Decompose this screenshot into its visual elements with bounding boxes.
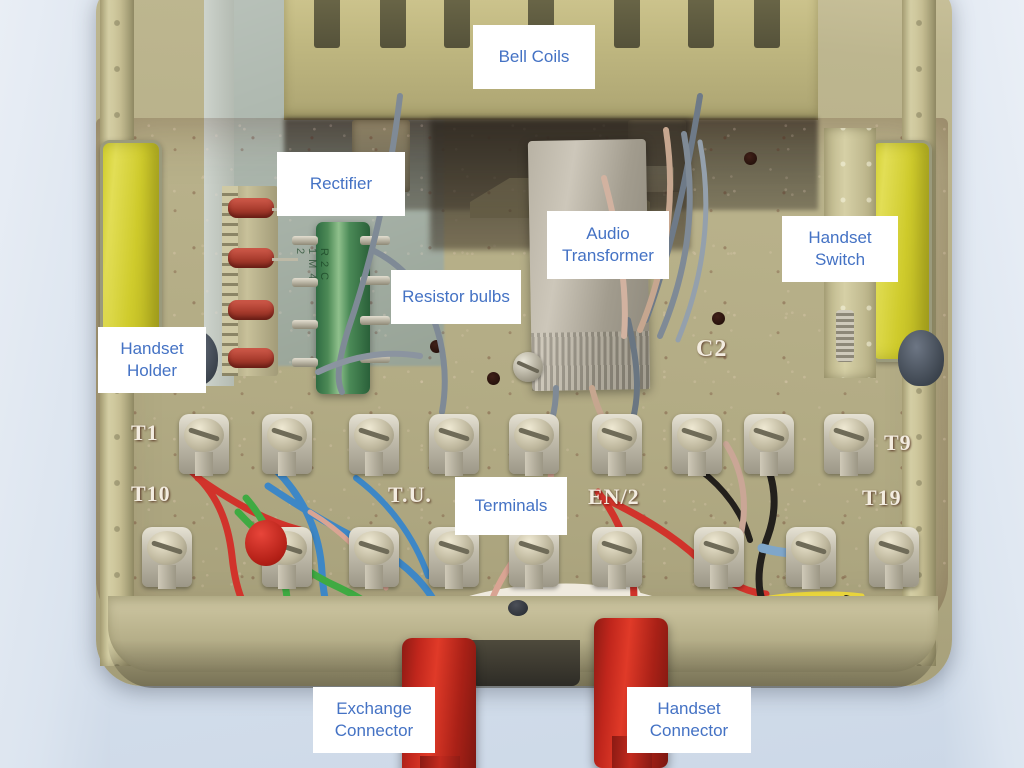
annotation-bell-coils: Bell Coils [473, 25, 595, 89]
terminal[interactable] [345, 412, 403, 476]
component-comb-bracket [222, 186, 238, 376]
solder-tag-5 [292, 236, 318, 245]
board-marking-t19: T19 [862, 485, 902, 510]
annotation-rectifier: Rectifier [277, 152, 405, 216]
solder-tag-2 [360, 276, 390, 285]
annotation-resistor-bulbs: Resistor bulbs [391, 270, 521, 324]
terminal[interactable] [505, 412, 563, 476]
board-hole-1 [487, 372, 500, 385]
board-marking-t1: T1 [131, 420, 159, 445]
annotation-handset-connector: Handset Connector [627, 687, 751, 753]
board-marking-en2: EN/2 [588, 484, 640, 509]
board-hole-2 [712, 312, 725, 325]
board-screw-center [513, 352, 543, 382]
annotation-audio-transformer: Audio Transformer [547, 211, 669, 279]
cable-grommet [508, 600, 528, 616]
board-marking-t10: T10 [131, 481, 171, 506]
background-right [944, 0, 1024, 768]
handset-switch-spring [836, 310, 854, 362]
annotation-terminals: Terminals [455, 477, 567, 535]
terminal[interactable] [425, 412, 483, 476]
exchange-connector-neck [420, 756, 460, 768]
terminal[interactable] [588, 412, 646, 476]
exchange-connector-cap [394, 622, 484, 662]
annotation-handset-switch: Handset Switch [782, 216, 898, 282]
chassis-base-notch [470, 640, 580, 686]
terminal[interactable] [865, 525, 923, 589]
resistor-lead-2 [272, 258, 298, 261]
resistor-bulb-4 [228, 348, 274, 368]
solder-tag-6 [292, 278, 318, 287]
terminal[interactable] [740, 412, 798, 476]
board-hole-4 [744, 152, 757, 165]
solder-tag-7 [292, 320, 318, 329]
terminal[interactable] [690, 525, 748, 589]
background-left [0, 0, 110, 768]
solder-tag-4 [360, 354, 390, 363]
terminal[interactable] [138, 525, 196, 589]
handset-rest-knob-right [898, 330, 944, 386]
board-marking-tu: T.U. [388, 482, 432, 507]
terminal[interactable] [668, 412, 726, 476]
handset-holder-left [100, 140, 162, 362]
resistor-bulb-2 [228, 248, 274, 268]
terminal[interactable] [505, 525, 563, 589]
terminal[interactable] [258, 412, 316, 476]
resistor-bulb-1 [228, 198, 274, 218]
terminal[interactable] [425, 525, 483, 589]
solder-tag-8 [292, 358, 318, 367]
board-marking-t9: T9 [884, 430, 912, 455]
rectifier-body: R 2 C 1 M 4 2 [294, 222, 370, 394]
board-marking-c2: C2 [696, 336, 728, 362]
terminal[interactable] [820, 412, 878, 476]
terminal[interactable] [588, 525, 646, 589]
annotation-handset-holder: Handset Holder [98, 327, 206, 393]
annotation-exchange-connector: Exchange Connector [313, 687, 435, 753]
resistor-bulb-3 [228, 300, 274, 320]
terminal[interactable] [345, 525, 403, 589]
handset-holder-right [870, 140, 932, 362]
terminal[interactable] [782, 525, 840, 589]
solder-tag-3 [360, 316, 390, 325]
red-solder-blob [245, 520, 287, 566]
handset-connector-cap [586, 602, 676, 642]
terminal[interactable] [175, 412, 233, 476]
